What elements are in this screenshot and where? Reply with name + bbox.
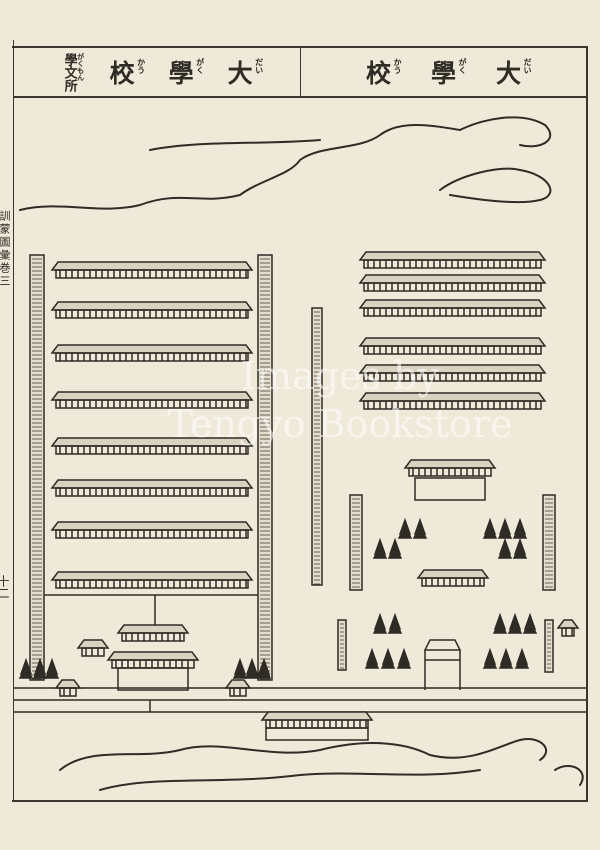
lecture-hall-roof [50,261,254,271]
shrine-hall-roof [403,459,497,469]
stacked-hall-roof [358,274,547,284]
page-number: 十二 [0,575,10,599]
lecture-hall-body [55,445,249,455]
pine-tree-icon [387,537,403,559]
pine-tree-icon [512,517,528,539]
pine-tree-icon [18,657,34,679]
side-pavilion-roof [76,639,110,649]
stacked-hall-roof [358,251,547,261]
corner-pavilion-roof [556,619,580,629]
pine-tree-icon [396,647,412,669]
inner-gate-roof [416,569,490,579]
lecture-hall-body [55,269,249,279]
pine-tree-icon [522,612,538,634]
caption-subtitle: 學文所がくもん [61,52,86,92]
pine-tree-icon [380,647,396,669]
outer-wall-right [544,619,554,673]
pine-tree-icon [482,647,498,669]
lecture-hall-body [55,309,249,319]
lecture-hall-body [55,399,249,409]
west-wall-right [257,254,273,681]
lecture-hall-roof [50,301,254,311]
outer-wall-left [337,619,347,671]
inner-gate-body [421,577,485,587]
caption-char: 學がく [430,58,468,88]
small-pavilion-roof [54,679,82,689]
west-wall-left [29,254,45,681]
lecture-hall-roof [50,521,254,531]
caption-left: 大だい 學がく 校かう 學文所がくもん [14,48,301,96]
pine-tree-icon [32,657,48,679]
caption-header: 大だい 學がく 校かう 學文所がくもん 大だい 學がく 校かう [14,48,586,98]
corner-pavilion-body [561,627,575,637]
main-gate-hall-body [121,632,185,642]
caption-char: 大だい [227,58,265,88]
lecture-hall-body [55,487,249,497]
caption-char: 校かう [109,58,147,88]
lecture-hall-body [55,352,249,362]
lecture-hall-body [55,579,249,589]
small-pavilion-roof [224,679,252,689]
court-wall-right [542,494,556,591]
stacked-hall-roof [358,337,547,347]
pine-tree-icon [256,657,272,679]
pine-tree-icon [232,657,248,679]
pine-tree-icon [44,657,60,679]
main-gate-hall-roof [116,624,190,634]
shrine-hall-body [408,467,492,477]
main-gate-hall-lower-roof [106,651,200,661]
furigana: だい [254,58,265,74]
side-pavilion-body [81,647,105,657]
pine-tree-icon [497,517,513,539]
small-pavilion-body [59,687,77,697]
caption-right: 大だい 學がく 校かう [301,48,586,96]
pine-tree-icon [364,647,380,669]
pine-tree-icon [412,517,428,539]
furigana: かう [392,58,403,74]
small-pavilion-body [229,687,247,697]
book-title-margin: 訓蒙圖彙巻三 [0,210,11,288]
shrine-body [414,477,486,501]
pine-tree-icon [497,537,513,559]
caption-char: 大だい [496,58,534,88]
stacked-hall-roof [358,299,547,309]
furigana: がく [458,58,468,74]
lecture-hall-roof [50,479,254,489]
lecture-hall-roof [50,571,254,581]
pine-tree-icon [512,537,528,559]
pine-tree-icon [244,657,260,679]
pine-tree-icon [397,517,413,539]
caption-char: 學がく [168,58,206,88]
furigana: だい [523,58,534,74]
pine-tree-icon [507,612,523,634]
pine-tree-icon [387,612,403,634]
pine-tree-icon [492,612,508,634]
pine-tree-icon [372,537,388,559]
cloud-bottom [59,738,584,791]
cloud-top [19,116,552,211]
caption-char: 校かう [365,58,403,88]
pine-tree-icon [498,647,514,669]
pine-tree-icon [482,517,498,539]
furigana: がく [195,58,206,74]
court-wall-left [349,494,363,591]
margin-rule [13,40,14,800]
page-frame [12,46,588,802]
pine-tree-icon [372,612,388,634]
pine-tree-icon [514,647,530,669]
watermark: Images by Tengyo Bookstore [167,354,513,446]
main-gate-base [117,667,189,691]
furigana: がくもん [76,52,86,81]
bottom-gate-body [265,727,369,741]
furigana: かう [136,58,147,74]
torii-gate [423,639,462,690]
lecture-hall-body [55,529,249,539]
middle-wall [311,307,323,586]
bottom-gate-hall-roof [260,711,374,721]
